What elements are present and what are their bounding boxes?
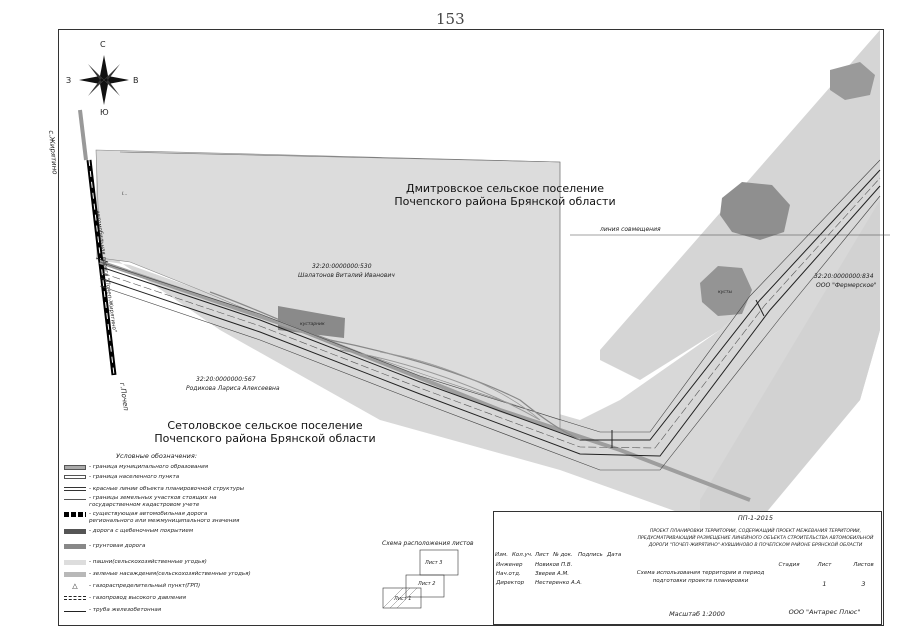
sheets-value: 3 — [861, 580, 866, 588]
project-line-1: ПРОЕКТ ПЛАНИРОВКИ ТЕРРИТОРИИ, СОДЕРЖАЩИЙ… — [649, 529, 862, 534]
compass-west: З — [66, 76, 72, 85]
region-north-line-1: Дмитровское сельское поселение — [406, 182, 604, 195]
legend-swatch — [64, 497, 86, 500]
compass-north: С — [100, 40, 106, 49]
staff-role-1: Инженер — [496, 562, 523, 568]
legend-item: - грунтовая дорога — [64, 541, 145, 551]
scheme-sheet-3: Лист 3 — [425, 560, 443, 566]
alignment-line-label: линия совмещения — [600, 226, 661, 233]
parcel-834-number: 32:20:0000000:834 — [814, 273, 874, 280]
scheme-sheet-2: Лист 2 — [418, 581, 436, 587]
legend-item: - границы земельных участков стоящих на — [64, 493, 217, 503]
sheet-label: Лист — [817, 562, 832, 568]
region-north-line-2: Почепского района Брянской области — [394, 195, 616, 208]
region-south-line-1: Сетоловское сельское поселение — [167, 419, 363, 432]
legend-item: - пашни(сельскохозяйственные угодья) — [64, 557, 207, 567]
compass-icon — [79, 55, 129, 105]
legend-item: - дорога с щебеночным покрытием — [64, 526, 193, 536]
legend-swatch — [64, 475, 86, 479]
sheet-value: 1 — [822, 580, 827, 588]
legend-item: - зеленые насаждения(сельскохозяйственны… — [64, 569, 251, 579]
parcel-530-number: 32:20:0000000:530 — [312, 263, 372, 270]
scheme-sheet-1: Лист 1 — [394, 596, 412, 602]
parcel-567-number: 32:20:0000000:567 — [196, 376, 256, 383]
header-doc: № док. — [553, 552, 573, 558]
region-south-line-2: Почепского района Брянской области — [154, 432, 376, 445]
project-code: ПП-1-2015 — [737, 514, 774, 522]
legend-swatch — [64, 487, 86, 491]
bush-label: кусты — [718, 290, 733, 295]
legend-item: - красные линии объекта планировочной ст… — [64, 484, 244, 494]
header-izm: Изм. — [495, 552, 508, 558]
stage-label: Стадия — [778, 562, 800, 568]
legend-swatch — [64, 571, 86, 577]
staff-name-1: Новиков П.В. — [535, 562, 573, 568]
parcel-530-owner: Шалатонов Виталий Иванович — [298, 272, 395, 279]
parcel-567-area — [96, 150, 880, 520]
staff-name-2: Зверев А.М. — [535, 571, 570, 577]
region-north: Дмитровское сельское поселение Почепског… — [390, 182, 620, 208]
shrub-label: кустарник — [300, 322, 325, 327]
tree-blob-2 — [720, 182, 790, 240]
legend-swatch — [64, 464, 86, 470]
company: ООО "Антарес Плюс" — [788, 608, 861, 616]
sheet-scheme-drawing — [382, 549, 459, 609]
scale: Масштаб 1:2000 — [669, 610, 725, 618]
header-kolуч: Кол.уч. — [512, 552, 533, 558]
sheets-label: Листов — [853, 562, 874, 568]
parcel-834-owner: ООО "Фермерское" — [816, 282, 877, 289]
legend-title: Условные обозначения: — [116, 452, 198, 460]
header-date: Дата — [607, 552, 622, 558]
staff-role-2: Нач.отд. — [496, 571, 521, 577]
pipe-icon — [64, 610, 86, 612]
legend-item-cont: регионального или межмуниципального знач… — [89, 518, 240, 524]
triangle-icon: △ — [72, 581, 78, 590]
project-line-2: ПРЕДУСМАТРИВАЮЩИЙ РАЗМЕЩЕНИЕ ЛИНЕЙНОГО О… — [637, 536, 874, 541]
legend-item: - граница муниципального образования — [64, 462, 208, 472]
drawing-title-1: Схема использования территории в период — [636, 570, 765, 576]
drawing-frame — [58, 29, 884, 626]
staff-role-3: Директор — [496, 580, 525, 586]
region-south: Сетоловское сельское поселение Почепског… — [150, 419, 380, 445]
legend-item: - граница населенного пункта — [64, 472, 179, 482]
parcel-567-owner: Родикова Лариса Алексеевна — [186, 385, 280, 392]
drawing-title-2: подготовки проекта планировки — [652, 578, 749, 584]
sheet-number: 153 — [436, 10, 465, 28]
small-map-label: l... — [122, 192, 128, 197]
project-line-3: ДОРОГИ "ПОЧЕП-ЖИРЯТИНО"-КУВШИНОВО В ПОЧЕ… — [648, 543, 863, 548]
tree-blob-3 — [700, 266, 752, 316]
parcel-834-area — [700, 200, 880, 520]
compass-east: В — [133, 76, 139, 85]
legend-item: - газопровод высокого давления — [64, 593, 186, 603]
legend-item: - труба железобетонная — [64, 605, 161, 615]
legend-swatch — [64, 511, 86, 517]
legend-item: △- газораспределительный пункт(ГРП) — [64, 581, 200, 591]
legend-item: - существующая автомобильная дорога — [64, 509, 207, 519]
tree-blob-1 — [830, 62, 875, 100]
legend-swatch — [64, 596, 86, 600]
legend-item-cont: государственном кадастровом учете — [89, 502, 200, 508]
sheet-scheme-title: Схема расположения листов — [382, 540, 474, 547]
staff-name-3: Нестеренко А.А. — [535, 580, 583, 586]
legend-swatch — [64, 543, 86, 549]
header-sign: Подпись — [578, 552, 603, 558]
compass-south: Ю — [100, 108, 109, 117]
title-block: ПП-1-2015 ПРОЕКТ ПЛАНИРОВКИ ТЕРРИТОРИИ, … — [493, 511, 882, 625]
header-list: Лист — [535, 552, 549, 558]
legend-swatch — [64, 559, 86, 565]
legend-swatch — [64, 528, 86, 534]
